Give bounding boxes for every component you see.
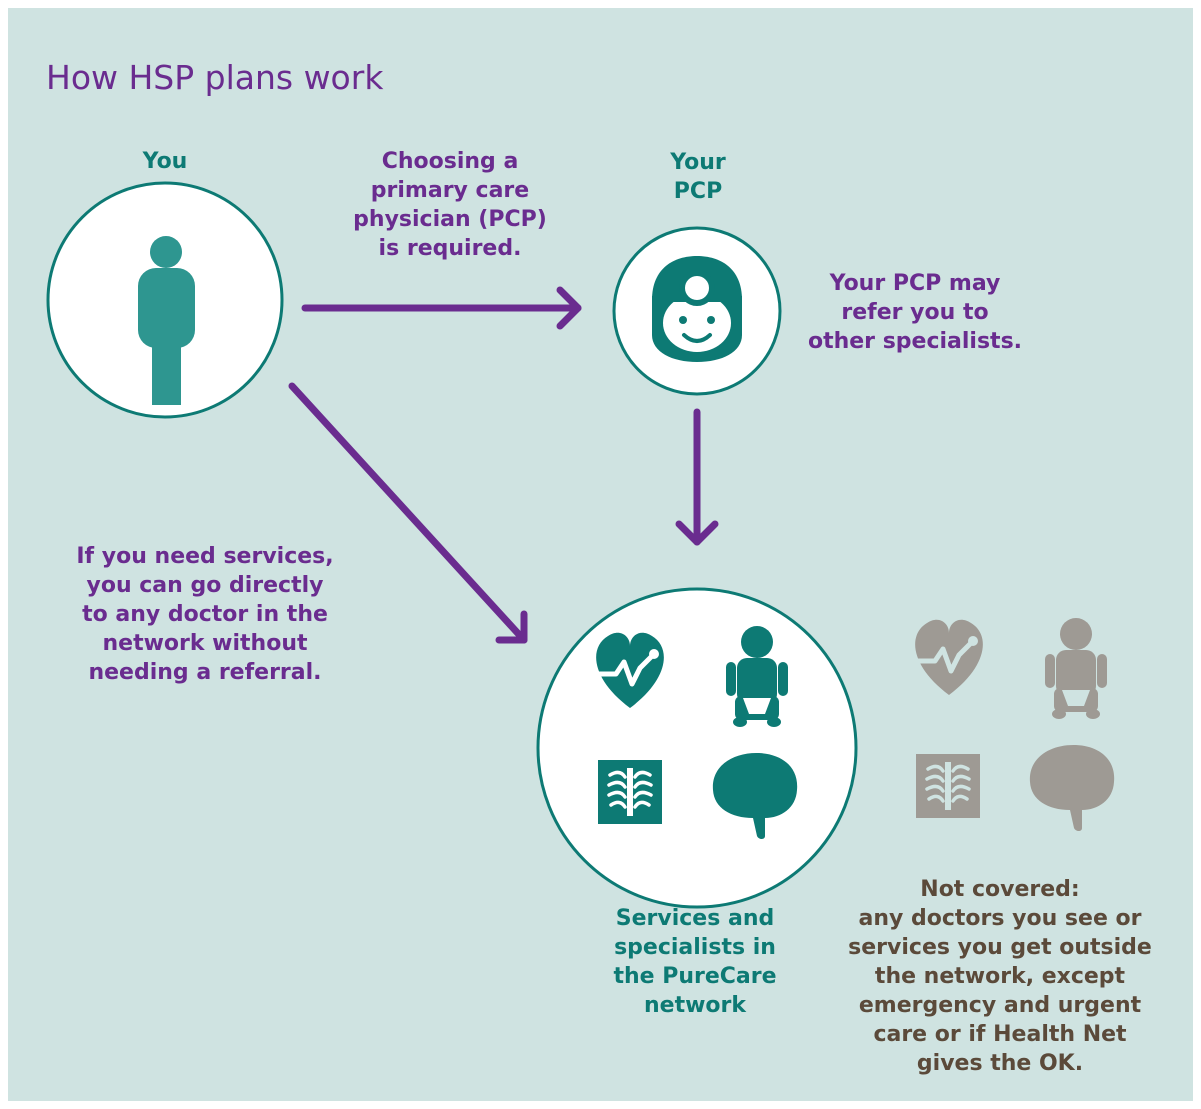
choosing-pcp-note: Choosing a primary care physician (PCP) is … bbox=[330, 147, 570, 263]
text-line: If you need services, bbox=[76, 544, 334, 569]
doctor-icon bbox=[652, 256, 742, 362]
text-line: primary care bbox=[370, 178, 530, 203]
text-line: Services and bbox=[615, 906, 775, 931]
text-line: needing a referral. bbox=[88, 660, 322, 685]
text-line: you can go directly bbox=[86, 573, 324, 598]
text-line: Your bbox=[670, 150, 726, 175]
xray-icon bbox=[598, 760, 662, 824]
you-label: You bbox=[142, 149, 188, 174]
person-icon bbox=[138, 236, 195, 405]
text-line: care or if Health Net bbox=[873, 1022, 1127, 1047]
text-line: other specialists. bbox=[807, 329, 1023, 354]
brain-icon bbox=[1029, 744, 1115, 831]
direct-access-note: If you need services, you can go directly… bbox=[40, 542, 370, 687]
text-line: any doctors you see or bbox=[858, 906, 1142, 931]
text-line: Not covered: bbox=[920, 877, 1080, 902]
text-line: services you get outside bbox=[848, 935, 1152, 960]
not-covered-note: Not covered: any doctors you see or servic… bbox=[830, 875, 1170, 1078]
arrow-you-to-pcp bbox=[301, 286, 582, 330]
baby-icon bbox=[726, 626, 788, 727]
text-line: Choosing a bbox=[381, 149, 519, 174]
text-line: specialists in bbox=[614, 935, 776, 960]
heart-icon bbox=[915, 619, 983, 695]
arrow-pcp-to-network bbox=[675, 408, 719, 546]
text-line: emergency and urgent bbox=[858, 993, 1142, 1018]
arrow-you-to-network bbox=[288, 382, 528, 644]
text-line: is required. bbox=[378, 236, 522, 261]
text-line: network bbox=[643, 993, 747, 1018]
text-line: network without bbox=[102, 631, 308, 656]
brain-icon bbox=[712, 752, 798, 839]
xray-icon bbox=[916, 754, 980, 818]
page-title: How HSP plans work bbox=[46, 58, 384, 97]
text-line: refer you to bbox=[841, 300, 989, 325]
text-line: to any doctor in the bbox=[82, 602, 328, 627]
text-line: PCP bbox=[673, 179, 723, 204]
network-circle bbox=[536, 587, 858, 909]
text-line: the PureCare bbox=[613, 964, 777, 989]
pcp-refer-note: Your PCP may refer you to other specialist… bbox=[800, 269, 1030, 356]
text-line: the network, except bbox=[874, 964, 1126, 989]
heart-icon bbox=[596, 632, 664, 708]
text-line: gives the OK. bbox=[916, 1051, 1084, 1076]
text-line: Your PCP may bbox=[829, 271, 1001, 296]
text-line: physician (PCP) bbox=[353, 207, 547, 232]
network-caption: Services and specialists in the PureCare ne… bbox=[590, 904, 800, 1020]
baby-icon bbox=[1045, 618, 1107, 719]
